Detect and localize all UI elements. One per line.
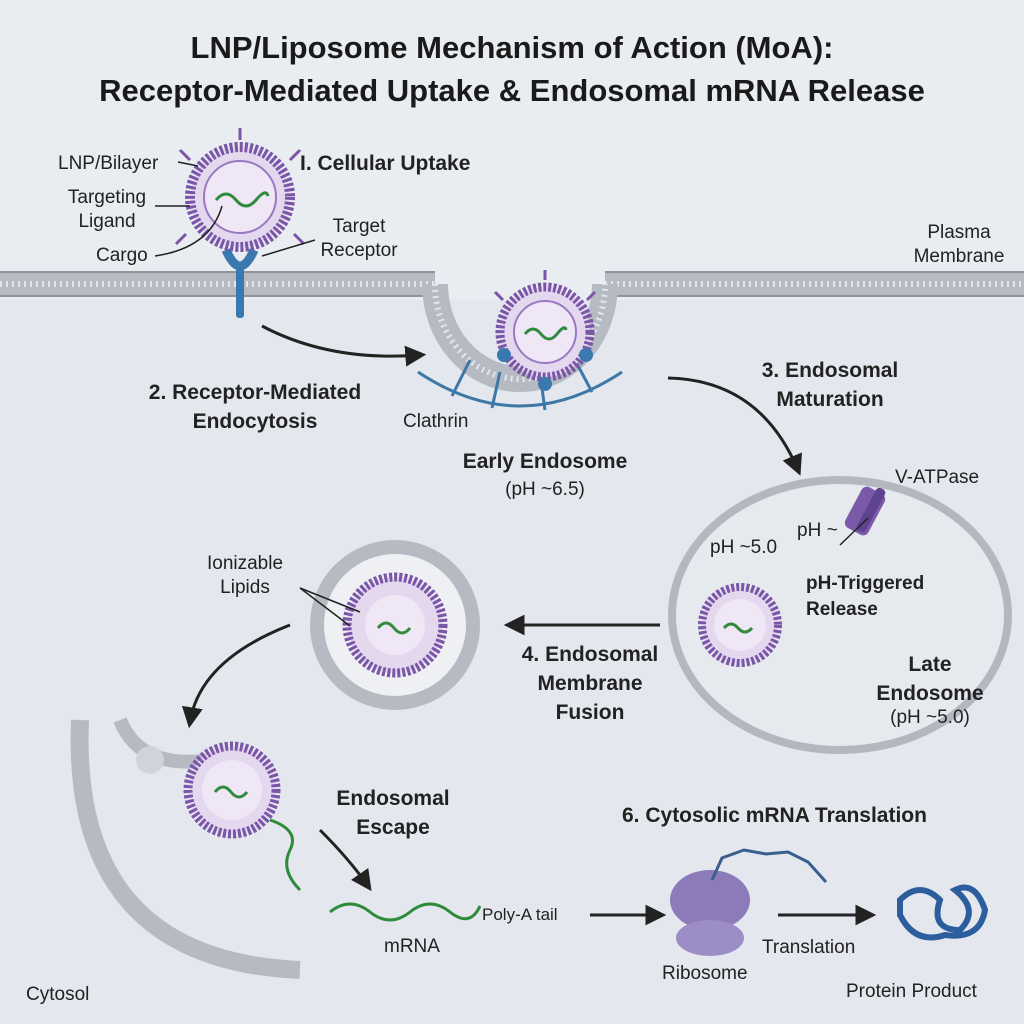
target-receptor-label: Target Receptor <box>304 215 414 263</box>
target-receptor <box>221 248 259 318</box>
leader-lines <box>154 161 869 627</box>
late-endosome <box>668 476 1012 754</box>
late-endosome-ph: (pH ~5.0) <box>890 707 970 728</box>
mrna-label: mRNA <box>384 936 440 957</box>
step-4-line-1: 4. Endosomal <box>521 643 659 666</box>
ionizable-line-2: Lipids <box>220 577 270 598</box>
late-endosome-line-1: Late <box>908 653 952 676</box>
lnp-particle-early-endosome <box>493 270 597 391</box>
title-line-2: Receptor-Mediated Uptake & Endosomal mRN… <box>99 73 925 108</box>
protein-product <box>897 884 989 941</box>
arrow-uptake <box>261 324 427 367</box>
cargo-label: Cargo <box>96 245 148 266</box>
escaping-endosome <box>70 717 301 979</box>
step-4-label: 4. Endosomal Membrane Fusion <box>495 640 685 727</box>
endosomal-escape-label: Endosomal Escape <box>318 784 468 842</box>
ionizable-lipids-label: Ionizable Lipids <box>190 552 300 600</box>
step-3-line-1: 3. Endosomal <box>761 359 899 382</box>
flow-arrows <box>181 324 877 926</box>
arrow-maturation <box>667 376 802 476</box>
ribosome-label: Ribosome <box>662 963 748 984</box>
plasma-membrane-line-2: Membrane <box>913 246 1005 267</box>
step-4-line-3: Fusion <box>555 701 625 724</box>
targeting-ligand-line-1: Targeting <box>67 187 147 208</box>
step-2-line-2: Endocytosis <box>192 410 318 433</box>
late-endosome-line-2: Endosome <box>876 682 984 705</box>
ph-triggered-release-label: pH-Triggered Release <box>806 571 924 623</box>
lnp-particle-fusion <box>310 540 480 710</box>
ribosome <box>670 848 828 956</box>
step-2-label: 2. Receptor-Mediated Endocytosis <box>110 378 400 436</box>
released-mrna <box>269 818 482 922</box>
ph-release-line-2: Release <box>806 599 878 620</box>
escape-line-2: Escape <box>356 816 430 839</box>
clathrin-coat <box>417 359 623 411</box>
cytosol-label: Cytosol <box>26 984 90 1005</box>
ph-tilde-label: pH ~ <box>797 520 838 541</box>
targeting-ligand-label: Targeting Ligand <box>52 186 162 234</box>
step-6-label: 6. Cytosolic mRNA Translation <box>622 804 927 827</box>
lnp-bilayer-label: LNP/Bilayer <box>58 153 159 174</box>
ph-50-label: pH ~5.0 <box>710 537 778 558</box>
arrow-escape <box>181 623 291 729</box>
step-1-label: I. Cellular Uptake <box>300 152 471 175</box>
lnp-particle-uptake <box>174 128 306 252</box>
target-receptor-line-2: Receptor <box>320 240 398 261</box>
step-2-line-1: 2. Receptor-Mediated <box>148 381 362 404</box>
target-receptor-line-1: Target <box>332 216 386 237</box>
clathrin-label: Clathrin <box>403 411 469 432</box>
diagram-title: LNP/Liposome Mechanism of Action (MoA): … <box>0 26 1024 112</box>
late-endosome-label: Late Endosome <box>850 650 1010 708</box>
escape-line-1: Endosomal <box>336 787 450 810</box>
early-endosome-ph: (pH ~6.5) <box>505 479 585 500</box>
translation-label: Translation <box>762 937 856 958</box>
v-atpase-label: V-ATPase <box>895 467 980 488</box>
plasma-membrane-line-1: Plasma <box>927 222 991 243</box>
step-4-line-2: Membrane <box>537 672 643 695</box>
protein-product-label: Protein Product <box>846 981 977 1002</box>
step-3-label: 3. Endosomal Maturation <box>730 356 930 414</box>
targeting-ligand-line-2: Ligand <box>78 211 136 232</box>
early-endosome-label: Early Endosome <box>462 450 628 473</box>
ph-release-line-1: pH-Triggered <box>806 573 925 594</box>
title-line-1: LNP/Liposome Mechanism of Action (MoA): <box>190 30 834 65</box>
polya-tail-label: Poly-A tail <box>482 905 558 924</box>
arrow-release <box>318 828 372 892</box>
step-3-line-2: Maturation <box>776 388 884 411</box>
ionizable-line-1: Ionizable <box>206 553 284 574</box>
plasma-membrane-label: Plasma Membrane <box>896 221 1022 269</box>
plasma-membrane <box>0 271 1024 392</box>
